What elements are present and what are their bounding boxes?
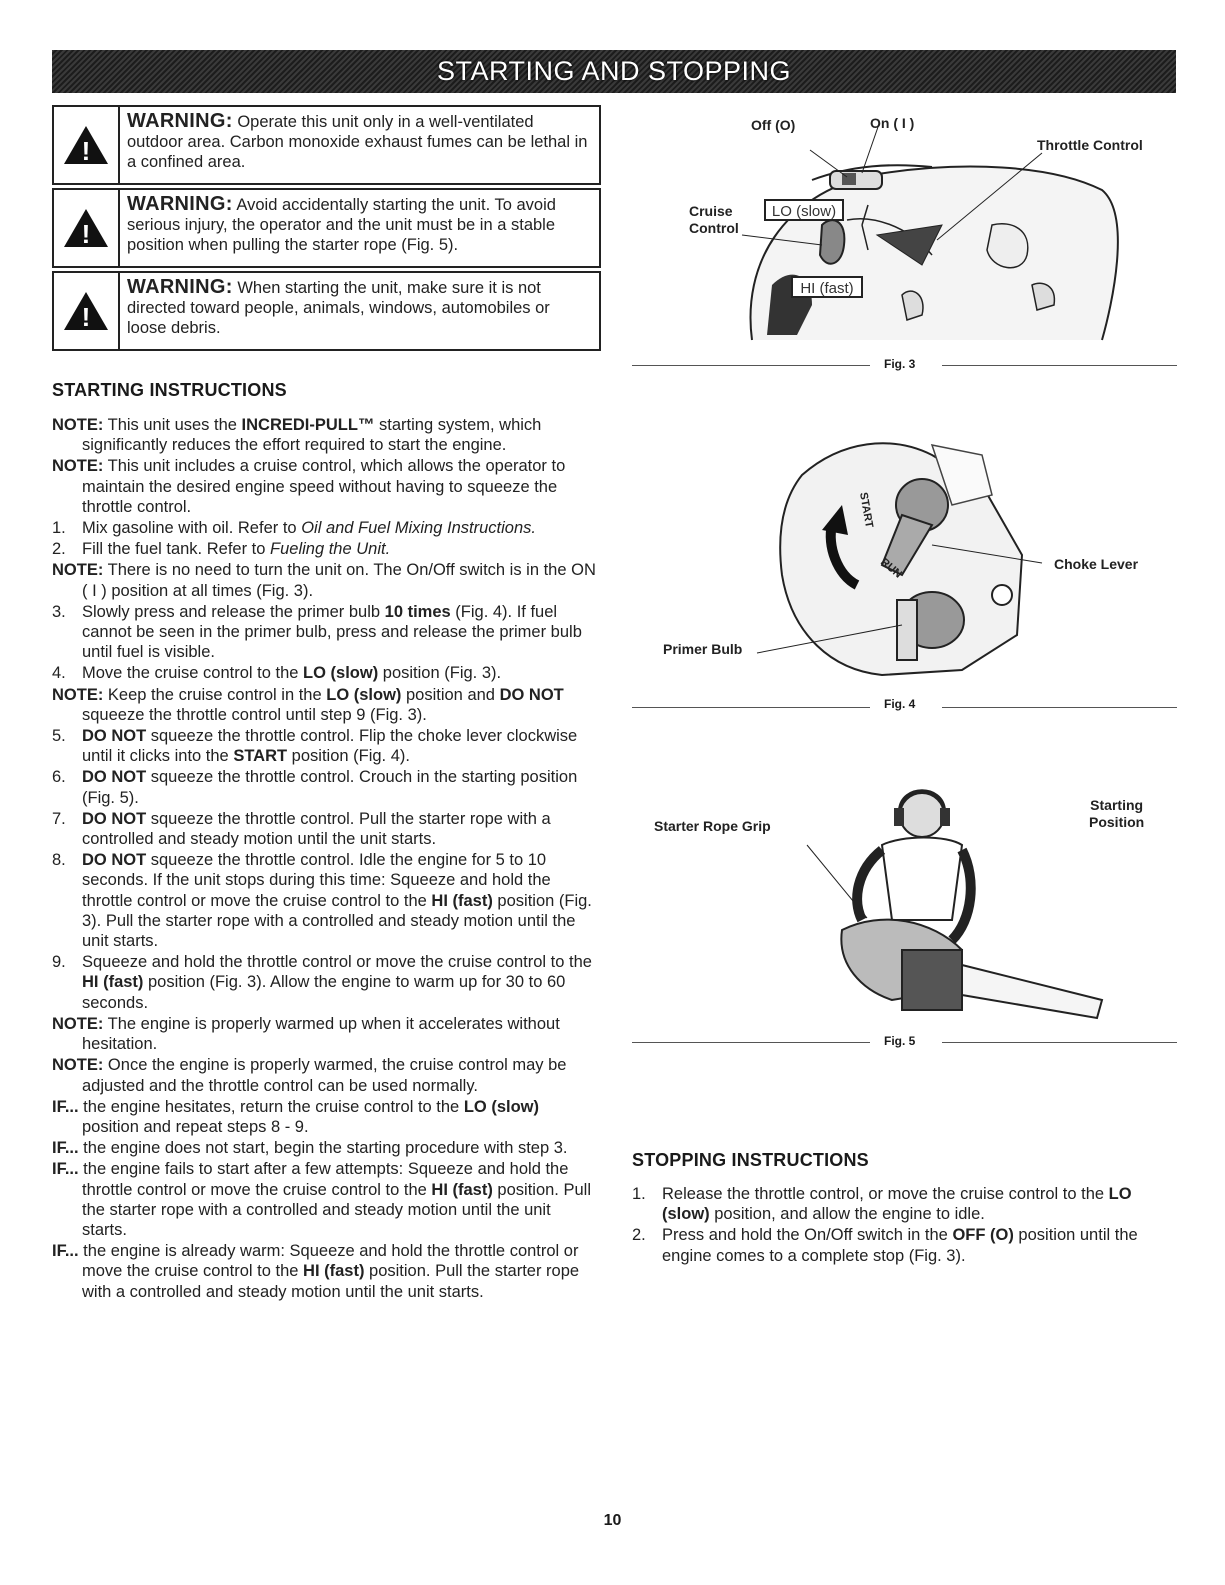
starting-heading: STARTING INSTRUCTIONS [52, 380, 287, 400]
warning-box-2: ! WARNING: Avoid accidentally starting t… [52, 188, 601, 268]
if-clause: IF... the engine is already warm: Squeez… [52, 1242, 580, 1301]
fig5-caption: Fig. 5 [884, 1034, 916, 1048]
svg-text:!: ! [82, 219, 91, 249]
step: 2.Press and hold the On/Off switch in th… [632, 1226, 1138, 1265]
caption-rule [942, 1042, 1177, 1043]
starting-position-illustration [806, 789, 1104, 1020]
warning-box-1: ! WARNING: Operate this unit only in a w… [52, 105, 601, 185]
warning-label: WARNING: [127, 110, 233, 132]
caption-rule [942, 365, 1177, 366]
warning-text: When starting the unit, make sure it is … [127, 279, 550, 337]
figure-3: LO (slow) HI (fast) Off (O) On ( I ) Thr… [632, 105, 1177, 375]
svg-text:!: ! [82, 136, 91, 166]
starter-rope-grip-label: Starter Rope Grip [654, 818, 771, 834]
warning-triangle-icon: ! [54, 190, 120, 266]
stopping-heading: STOPPING INSTRUCTIONS [632, 1150, 869, 1170]
step: 4.Move the cruise control to the LO (slo… [52, 664, 502, 683]
step: 6.DO NOT squeeze the throttle control. C… [52, 768, 578, 807]
page-number: 10 [603, 1512, 622, 1529]
warning-text: Operate this unit only in a well-ventila… [127, 113, 588, 171]
note: NOTE: Once the engine is properly warmed… [52, 1056, 567, 1095]
step: 5.DO NOT squeeze the throttle control. F… [52, 727, 578, 766]
svg-text:HI (fast): HI (fast) [800, 280, 853, 297]
warning-box-3: ! WARNING: When starting the unit, make … [52, 271, 601, 351]
note: NOTE: There is no need to turn the unit … [52, 561, 596, 600]
note: NOTE: The engine is properly warmed up w… [52, 1014, 560, 1054]
choke-primer-illustration: START RUN [756, 442, 1043, 677]
caption-rule [942, 707, 1177, 708]
step: 8.DO NOT squeeze the throttle control. I… [52, 851, 592, 951]
primer-bulb-label: Primer Bulb [663, 641, 743, 657]
blower-top-illustration: LO (slow) HI (fast) [741, 126, 1119, 341]
section-title: STARTING AND STOPPING [436, 56, 792, 86]
fig3-caption: Fig. 3 [884, 357, 916, 371]
svg-text:LO (slow): LO (slow) [772, 203, 836, 220]
warning-label: WARNING: [127, 193, 233, 215]
note: NOTE: Keep the cruise control in the LO … [52, 685, 564, 724]
step: 2.Fill the fuel tank. Refer to Fueling t… [52, 540, 391, 559]
if-clause: IF... the engine hesitates, return the c… [52, 1097, 539, 1136]
warning-triangle-icon: ! [54, 107, 120, 183]
svg-text:!: ! [82, 302, 91, 332]
section-banner: STARTING AND STOPPING [52, 50, 1176, 93]
warning-label: WARNING: [127, 276, 233, 298]
step: 1.Mix gasoline with oil. Refer to Oil an… [52, 519, 536, 538]
note: NOTE: This unit includes a cruise contro… [52, 457, 566, 516]
step: 7.DO NOT squeeze the throttle control. P… [52, 809, 551, 849]
off-label: Off (O) [751, 117, 796, 133]
if-clause: IF... the engine fails to start after a … [52, 1160, 591, 1239]
caption-rule [632, 1042, 870, 1043]
step: 1.Release the throttle control, or move … [632, 1185, 1132, 1224]
figure-4: START RUN Choke Lever Primer Bulb Fig. 4 [632, 435, 1177, 715]
step: 9.Squeeze and hold the throttle control … [52, 953, 592, 1012]
throttle-control-label: Throttle Control [1037, 137, 1143, 153]
warning-triangle-icon: ! [54, 273, 120, 349]
step: 3.Slowly press and release the primer bu… [52, 602, 582, 662]
on-label: On ( I ) [870, 115, 915, 131]
starting-instructions: NOTE: This unit uses the INCREDI-PULL™ s… [52, 415, 600, 1303]
caption-rule [632, 707, 870, 708]
choke-lever-label: Choke Lever [1054, 556, 1139, 572]
caption-rule [632, 365, 870, 366]
warning-text: Avoid accidentally starting the unit. To… [127, 196, 556, 254]
stopping-instructions: 1.Release the throttle control, or move … [632, 1184, 1180, 1267]
note: NOTE: This unit uses the INCREDI-PULL™ s… [52, 416, 542, 455]
fig4-caption: Fig. 4 [884, 697, 916, 711]
if-clause: IF... the engine does not start, begin t… [52, 1139, 568, 1158]
